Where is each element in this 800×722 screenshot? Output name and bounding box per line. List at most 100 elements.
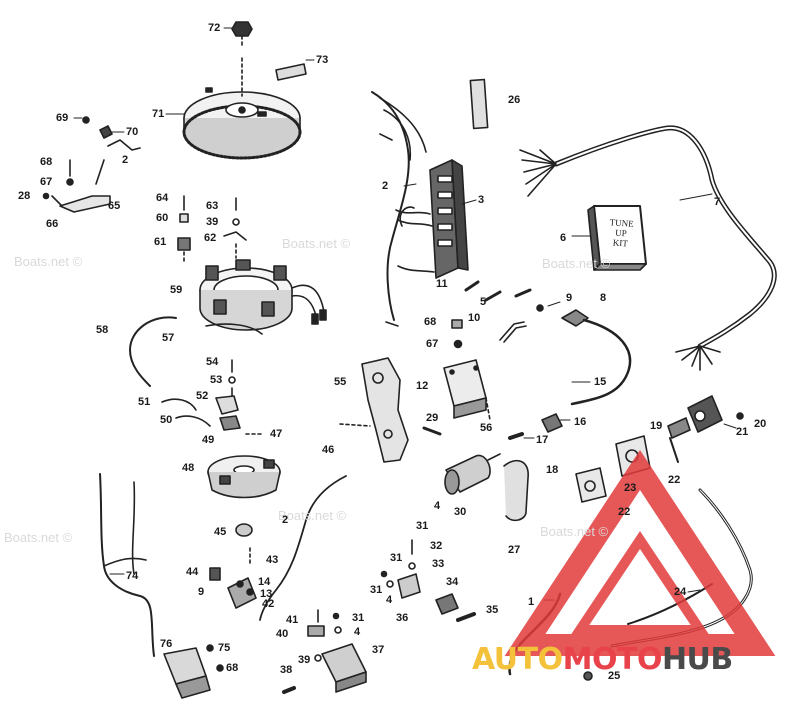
callout-53: 53 [210,374,223,386]
callout-37: 37 [372,644,385,656]
battery-terminal [583,671,593,681]
callout-16: 16 [574,416,587,428]
callout-9-lower: 9 [198,586,205,598]
callout-58: 58 [96,324,109,336]
callout-52: 52 [196,390,209,402]
callout-35: 35 [486,604,499,616]
callout-68-bottom: 68 [226,662,239,674]
callout-63: 63 [206,200,219,212]
callout-39-bottom: 39 [298,654,311,666]
callout-28: 28 [18,190,31,202]
ignition-lead-parts [464,280,632,406]
callout-45: 45 [214,526,227,538]
callout-50: 50 [160,414,173,426]
callout-49: 49 [202,434,215,446]
watermark-1: Boats.net © [14,254,83,269]
tune-up-kit-label: TUNE UP KIT [599,217,643,250]
callout-22-right: 22 [668,474,681,486]
callout-13: 13 [260,588,273,600]
callout-7: 7 [714,196,721,208]
callout-42: 42 [262,598,275,610]
callout-44: 44 [186,566,199,578]
callout-65: 65 [108,200,121,212]
flywheel [182,57,302,160]
callout-71: 71 [152,108,165,120]
callout-10: 10 [468,312,481,324]
callout-4-coil: 4 [434,500,441,512]
callout-18: 18 [546,464,559,476]
callout-8: 8 [600,292,607,304]
callout-31-coil: 31 [416,520,429,532]
callout-38: 38 [280,664,293,676]
automotohub-logo-triangle [504,449,776,656]
callout-33: 33 [432,558,445,570]
callout-46: 46 [322,444,335,456]
brand-moto: MOTO [562,642,663,677]
callout-23: 23 [624,482,637,494]
callout-70: 70 [126,126,139,138]
callout-54: 54 [206,356,219,368]
callout-9: 9 [566,292,573,304]
ignition-switch [667,395,744,463]
callout-25: 25 [608,670,621,682]
callout-1: 1 [528,596,535,608]
callout-51: 51 [138,396,151,408]
flywheel-nut [231,21,253,49]
callout-30: 30 [454,506,467,518]
callout-27: 27 [508,544,521,556]
callout-22-left: 22 [618,506,631,518]
callout-2-middle: 2 [382,180,389,192]
callout-57: 57 [162,332,175,344]
callout-31-relay: 31 [390,552,403,564]
watermark-6: Boats.net © [540,524,609,539]
callout-11: 11 [436,278,448,290]
watermark-5: Boats.net © [278,508,347,523]
terminal-block [395,159,469,279]
lower-wire-harness [259,475,347,621]
callout-leader-lines [73,27,737,601]
callout-3: 3 [478,194,485,206]
relay-mount-hardware [307,609,342,637]
brand-hub: HUB [661,642,733,677]
callout-24: 24 [674,586,687,598]
watermark-3: Boats.net © [542,256,611,271]
callout-59: 59 [170,284,183,296]
battery-cable-harness [519,125,777,371]
brand-auto: AUTO [472,642,563,677]
timer-base [207,455,281,499]
mounting-bracket [339,357,409,463]
callout-62: 62 [204,232,217,244]
callout-14: 14 [258,576,271,588]
callout-56: 56 [480,422,493,434]
watermark-4: Boats.net © [4,530,73,545]
callout-69: 69 [56,112,69,124]
ground-wire-harness [99,473,155,657]
callout-68-top: 68 [40,156,53,168]
tune-up-kit-box [587,205,647,271]
cable-connector-parts [508,413,563,440]
callout-76: 76 [160,638,173,650]
stator-lead-wires [129,316,263,387]
callout-55: 55 [334,376,347,388]
callout-19: 19 [650,420,663,432]
throttle-bracket-parts [42,116,141,213]
callout-31-left: 31 [370,584,383,596]
timer-base-parts [161,359,263,435]
relay-76-assembly [163,644,224,699]
starter-solenoid [282,643,367,694]
callout-39-top: 39 [206,216,219,228]
switch-mounting-plates [575,435,651,503]
starter-relay-parts [380,539,476,622]
stator-assembly [199,259,327,331]
callout-17: 17 [536,434,549,446]
callout-41: 41 [286,614,299,626]
callout-67-top: 67 [40,176,53,188]
callout-29: 29 [426,412,439,424]
callout-73: 73 [316,54,329,66]
callout-2-bottom: 2 [282,514,289,526]
callout-48: 48 [182,462,195,474]
callout-43: 43 [266,554,279,566]
callout-6: 6 [560,232,567,244]
